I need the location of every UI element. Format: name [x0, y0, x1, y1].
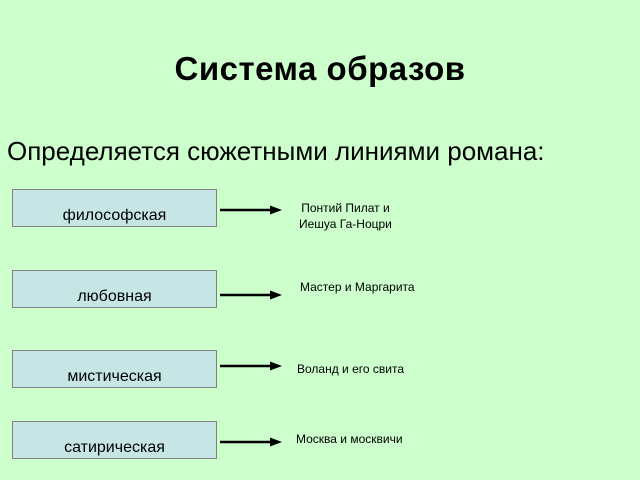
plot-line-box-philosophical: философская: [12, 189, 217, 227]
arrow-right-icon: [220, 205, 282, 215]
character-group-line: Москва и москвичи: [296, 432, 403, 446]
arrow-right-icon: [220, 361, 282, 371]
plot-line-box-mystical: мистическая: [12, 350, 217, 388]
character-group-mystical: Воланд и его свита: [297, 361, 404, 377]
arrow-right-icon: [220, 437, 282, 447]
character-group-line: Воланд и его свита: [297, 362, 404, 376]
arrow-right-icon: [220, 290, 282, 300]
plot-line-label: философская: [62, 207, 167, 224]
plot-line-box-love: любовная: [12, 270, 217, 308]
character-group-line: Иешуа Га-Ноцри: [299, 217, 392, 231]
character-group-line: Понтий Пилат и: [301, 201, 390, 215]
plot-line-box-satirical: сатирическая: [12, 421, 217, 459]
character-group-line: Мастер и Маргарита: [300, 280, 415, 294]
plot-line-label: любовная: [77, 288, 152, 305]
character-group-satirical: Москва и москвичи: [296, 431, 403, 447]
character-group-philosophical: Понтий Пилат и Иешуа Га-Ноцри: [299, 200, 392, 232]
slide-subtitle: Определяется сюжетными линиями романа:: [7, 136, 545, 166]
plot-line-label: мистическая: [67, 368, 162, 385]
character-group-love: Мастер и Маргарита: [300, 279, 415, 295]
plot-line-label: сатирическая: [64, 439, 165, 456]
slide-title: Система образов: [174, 50, 466, 87]
